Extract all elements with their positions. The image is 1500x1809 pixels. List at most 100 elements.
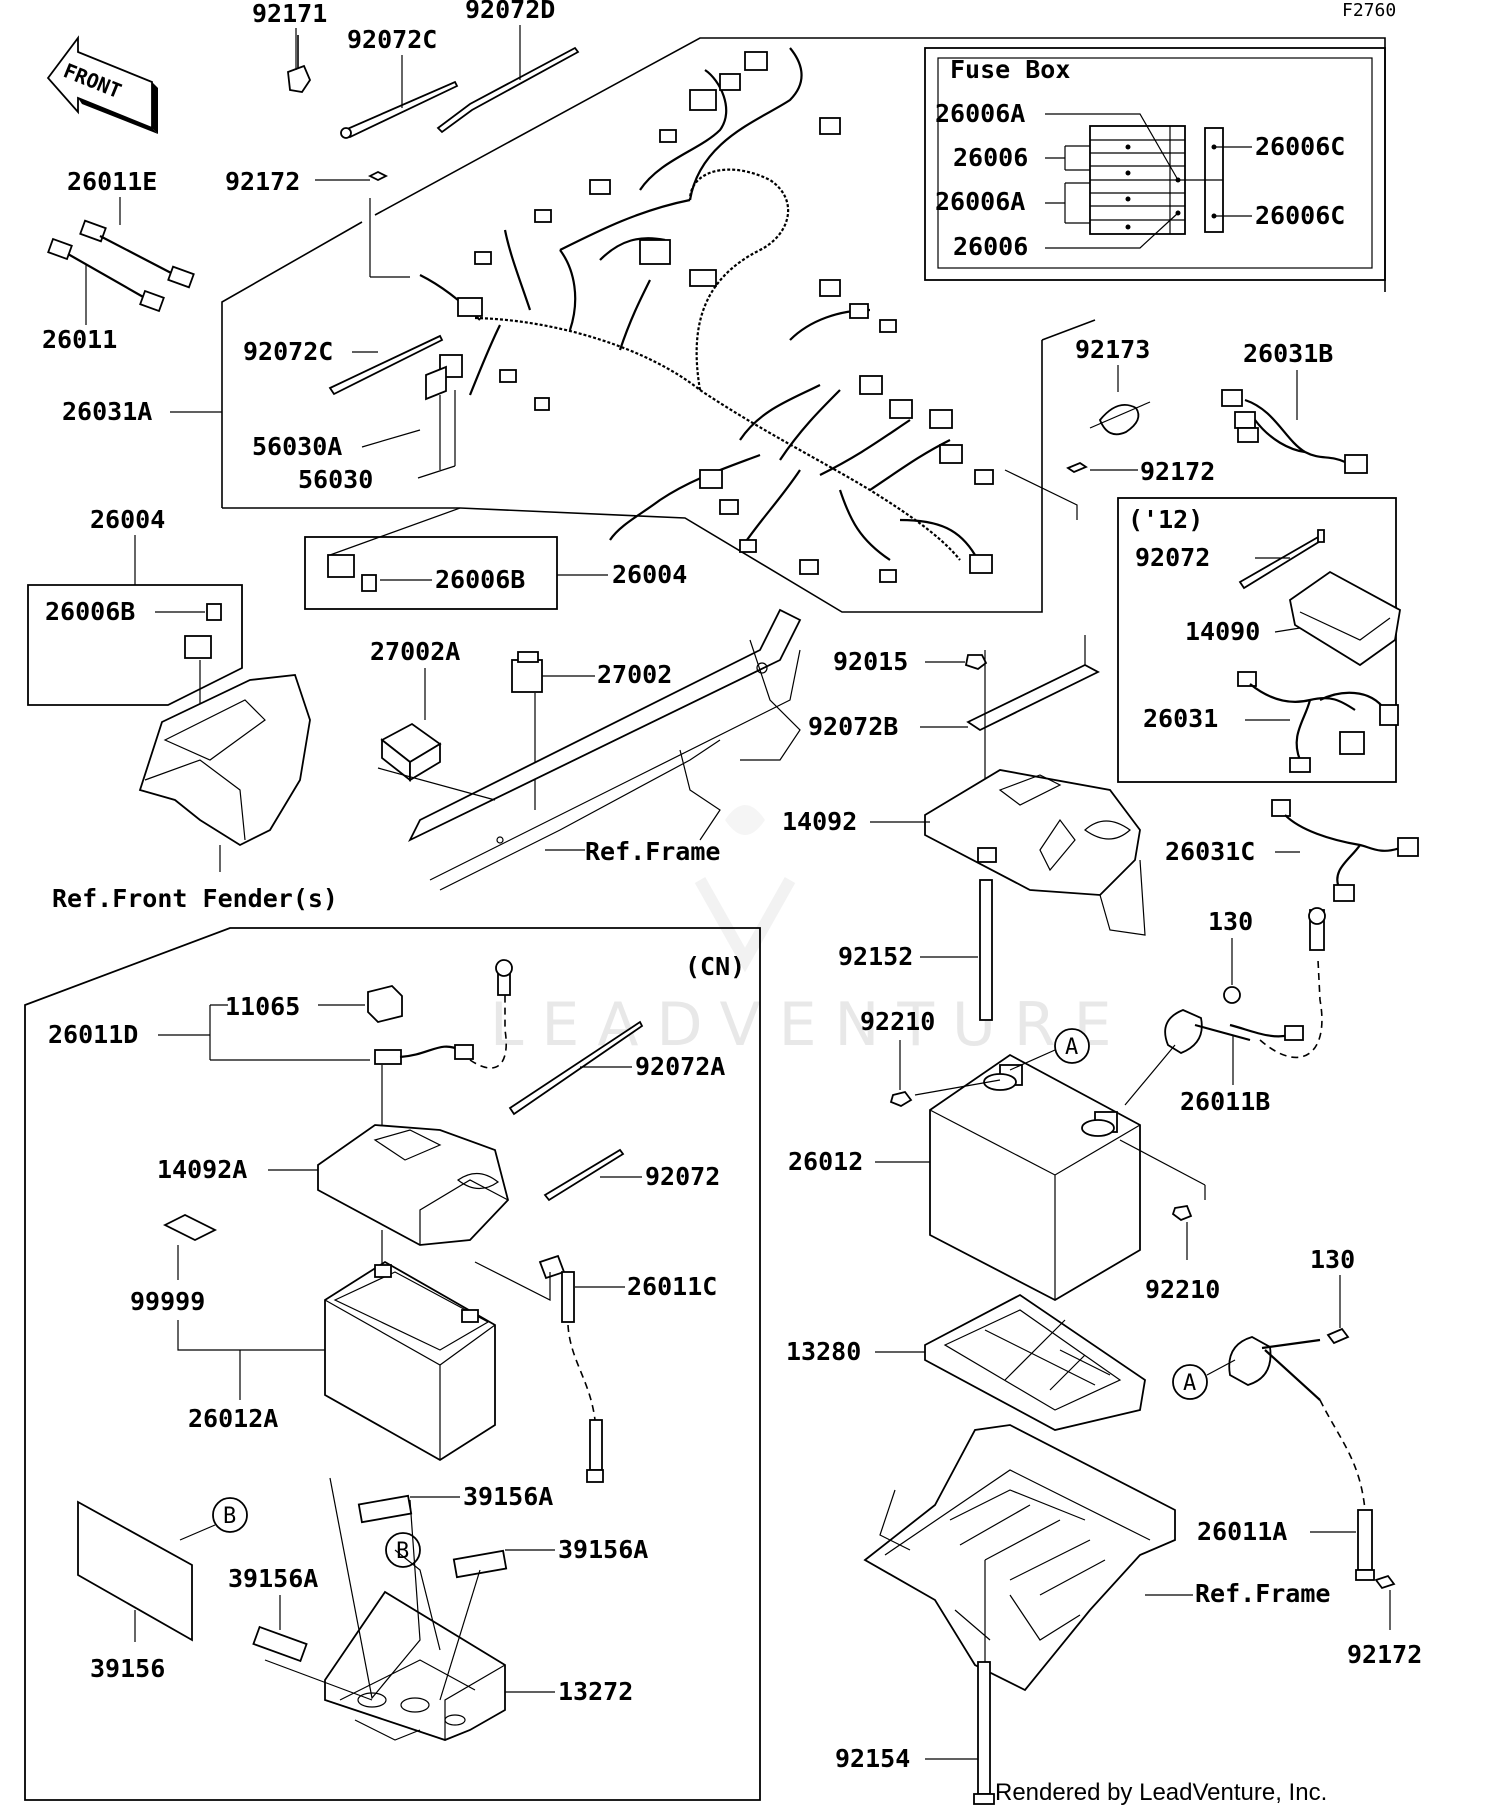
- label-39156A-3: 39156A: [228, 1564, 318, 1593]
- variant-cn-label: (CN): [685, 952, 745, 981]
- label-26011D: 26011D: [48, 1020, 138, 1049]
- label-14092A: 14092A: [157, 1155, 247, 1184]
- callout-b-mid-label: B: [396, 1539, 409, 1564]
- label-92172-bot: 92172: [1347, 1640, 1422, 1669]
- label-sheet-39156: [77, 1500, 193, 1642]
- sub-harness-26011E: [79, 219, 195, 289]
- label-92210-bot: 92210: [1145, 1275, 1220, 1304]
- label-ref-frame-mid: Ref.Frame: [585, 837, 720, 866]
- label-26006-1: 26006: [953, 143, 1028, 172]
- label-99999: 99999: [130, 1287, 205, 1316]
- front-fender-reference: [138, 674, 311, 847]
- label-26006A-2: 26006A: [935, 187, 1025, 216]
- cable-26011B: [1164, 907, 1326, 1059]
- label-26011E: 26011E: [67, 167, 157, 196]
- label-26011C: 26011C: [627, 1272, 717, 1301]
- battery-tray-13280: [924, 1293, 1146, 1431]
- sub-harness-26011: [47, 237, 165, 313]
- main-wiring-harness-26031A: [419, 47, 976, 561]
- bolt-92154: [973, 1661, 995, 1805]
- battery-26012: [929, 1053, 1141, 1302]
- relay-box-mid-frame: [304, 536, 558, 610]
- watermark-logo: [694, 805, 796, 973]
- callout-b-mid: [385, 1532, 421, 1568]
- label-39156A-1: 39156A: [463, 1482, 553, 1511]
- label-26006C-1: 26006C: [1255, 132, 1345, 161]
- label-14092: 14092: [782, 807, 857, 836]
- fuse-box-title: Fuse Box: [950, 55, 1070, 84]
- label-92173: 92173: [1075, 335, 1150, 364]
- cover-14090: [1289, 570, 1401, 667]
- cap-11065: [367, 985, 403, 1023]
- label-26011A: 26011A: [1197, 1517, 1287, 1546]
- watermark: LEADVENTURE: [490, 990, 1130, 1060]
- label-sheet-39156A-2: [452, 1549, 508, 1579]
- label-26011B: 26011B: [1180, 1087, 1270, 1116]
- label-sheet-99999: [162, 1213, 218, 1242]
- label-92172-top: 92172: [225, 167, 300, 196]
- label-sheet-39156A-1: [357, 1494, 413, 1524]
- label-92072-cn: 92072: [645, 1162, 720, 1191]
- band-92072C-top: [340, 80, 459, 139]
- clamp-92173: [1089, 401, 1151, 436]
- variant-12-label: ('12): [1128, 505, 1203, 534]
- relay-box-left-frame: [27, 584, 243, 706]
- frame-reference-mid: [377, 608, 802, 891]
- relay-27002: [511, 651, 543, 693]
- main-harness-outline: [221, 37, 1386, 613]
- sub-harness-26031: [1237, 671, 1399, 773]
- fuse-box-frame: [924, 47, 1386, 281]
- label-26004-left: 26004: [90, 505, 165, 534]
- band-92072-cn: [543, 1148, 625, 1202]
- label-26006A-1: 26006A: [935, 99, 1025, 128]
- callout-a-bot-label: A: [1183, 1371, 1196, 1396]
- cable-26011A: [1228, 1336, 1375, 1581]
- variant-cn-frame: [24, 927, 761, 1801]
- label-26006-2: 26006: [953, 232, 1028, 261]
- label-26012: 26012: [788, 1147, 863, 1176]
- label-sheet-39156A-3: [252, 1625, 308, 1663]
- label-56030A: 56030A: [252, 432, 342, 461]
- front-direction-arrow: FRONT: [46, 35, 158, 134]
- label-26031A: 26031A: [62, 397, 152, 426]
- sub-harness-26031C: [1271, 799, 1419, 902]
- label-92072C-mid: 92072C: [243, 337, 333, 366]
- sub-harness-26031B: [1221, 389, 1368, 474]
- label-92072-12: 92072: [1135, 543, 1210, 572]
- battery-holder-14092: [924, 769, 1146, 936]
- label-92072C-top: 92072C: [347, 25, 437, 54]
- label-92072D: 92072D: [465, 0, 555, 24]
- label-26012A: 26012A: [188, 1404, 278, 1433]
- variant-12-frame: [1117, 497, 1397, 783]
- callout-b-left: [212, 1497, 248, 1533]
- clip-92171: [287, 35, 312, 93]
- label-92210-top: 92210: [860, 1007, 935, 1036]
- label-130-top: 130: [1208, 907, 1253, 936]
- fuse-box-body: [1089, 125, 1224, 235]
- battery-26012A: [324, 1260, 496, 1462]
- band-92072B: [966, 635, 1100, 732]
- label-26031C: 26031C: [1165, 837, 1255, 866]
- callout-a-top-label: A: [1065, 1035, 1078, 1060]
- cable-26011D: [374, 959, 513, 1069]
- label-56030: 56030: [298, 465, 373, 494]
- label-26031B: 26031B: [1243, 339, 1333, 368]
- label-92015: 92015: [833, 647, 908, 676]
- label-92152: 92152: [838, 942, 913, 971]
- battery-case-13272: [324, 1590, 506, 1741]
- label-39156: 39156: [90, 1654, 165, 1683]
- band-92072D: [436, 46, 580, 134]
- label-26031: 26031: [1143, 704, 1218, 733]
- label-26004-mid: 26004: [612, 560, 687, 589]
- label-26006C-2: 26006C: [1255, 201, 1345, 230]
- label-26006B-left: 26006B: [45, 597, 135, 626]
- frame-reference-bottom: [863, 1424, 1176, 1692]
- callout-b-left-label: B: [223, 1504, 236, 1529]
- label-13272: 13272: [558, 1677, 633, 1706]
- label-26006B-mid: 26006B: [435, 565, 525, 594]
- label-27002: 27002: [597, 660, 672, 689]
- label-92072A: 92072A: [635, 1052, 725, 1081]
- label-39156A-2: 39156A: [558, 1535, 648, 1564]
- label-ref-front-fender: Ref.Front Fender(s): [52, 884, 338, 913]
